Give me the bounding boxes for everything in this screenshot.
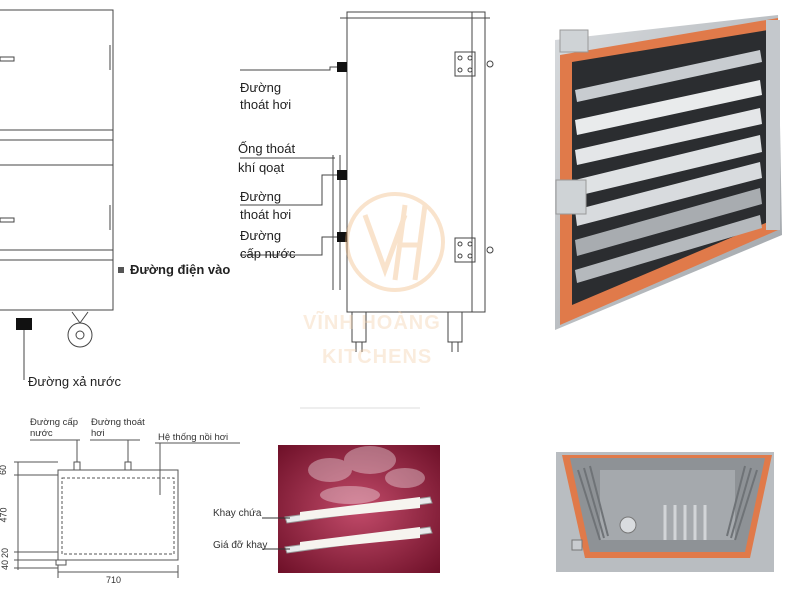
front-steam-outlet-label-2: hơi — [91, 428, 105, 439]
front-steam-outlet-label-1: Đường thoát — [91, 417, 145, 428]
front-water-supply-label-2: nước — [30, 428, 53, 439]
drain-label: Đường xả nước — [28, 374, 121, 389]
tray-rack-label: Giá đỡ khay — [213, 540, 268, 551]
watermark-brand-line2: KITCHENS — [322, 346, 433, 368]
steam-outlet-mid-label-1: Đường — [240, 189, 282, 204]
front-water-supply-label-1: Đường cấp — [30, 417, 78, 428]
dimension-width: 710 — [106, 575, 122, 585]
steam-outlet-top-label-2: thoát hơi — [240, 97, 292, 112]
tray-label: Khay chứa — [213, 508, 262, 519]
steam-outlet-mid-label-2: thoát hơi — [240, 207, 292, 222]
steam-outlet-top-label-1: Đường — [240, 80, 282, 95]
watermark-brand-line1: VĨNH HOÀNG — [303, 312, 441, 334]
power-inlet-label: Đường điện vào — [130, 262, 231, 277]
fan-exhaust-label-2: khí qoạt — [238, 160, 285, 175]
fan-exhaust-label-1: Ống thoát — [238, 141, 296, 156]
water-supply-label-2: cấp nước — [240, 246, 296, 261]
water-supply-label-1: Đường — [240, 228, 282, 243]
boiler-system-label: Hệ thống nồi hơi — [158, 432, 229, 443]
